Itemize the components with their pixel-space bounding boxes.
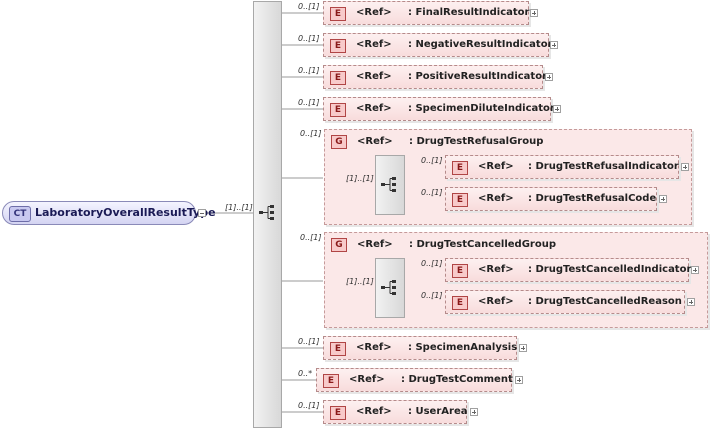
collapse-icon[interactable] xyxy=(198,209,206,217)
complex-type-name: LaboratoryOverallResultType xyxy=(35,206,216,219)
expand-icon[interactable] xyxy=(519,344,527,352)
ref-label: <Ref> xyxy=(356,7,392,18)
sequence-icon xyxy=(381,177,396,192)
group-header: G <Ref> : DrugTestRefusalGroup xyxy=(328,133,543,151)
cardinality-label: 0..[1] xyxy=(300,129,322,138)
group-header: G <Ref> : DrugTestCancelledGroup xyxy=(328,236,556,254)
ref-label: <Ref> xyxy=(478,161,514,172)
sequence-icon xyxy=(259,205,274,220)
cardinality-label: 0..[1] xyxy=(298,401,320,410)
element-badge: E xyxy=(452,264,468,278)
cardinality-label: 0..[1] xyxy=(421,259,443,268)
cardinality-label: 0..[1] xyxy=(298,98,320,107)
element-badge: E xyxy=(330,71,346,85)
expand-icon[interactable] xyxy=(687,298,695,306)
cardinality-label: 0..[1] xyxy=(421,291,443,300)
ref-label: <Ref> xyxy=(356,71,392,82)
expand-icon[interactable] xyxy=(553,105,561,113)
expand-icon[interactable] xyxy=(550,41,558,49)
cardinality-label: 0..[1] xyxy=(298,66,320,75)
element-badge: E xyxy=(330,39,346,53)
element-name: : NegativeResultIndicator xyxy=(408,39,553,50)
cardinality-label: 0..[1] xyxy=(298,2,320,11)
element-drug-test-refusal-indicator[interactable]: E <Ref> : DrugTestRefusalIndicator xyxy=(445,155,679,179)
ref-label: <Ref> xyxy=(478,296,514,307)
element-name: : SpecimenAnalysis xyxy=(408,342,518,353)
ref-label: <Ref> xyxy=(349,374,385,385)
element-badge: E xyxy=(330,103,346,117)
element-final-result-indicator[interactable]: E <Ref> : FinalResultIndicator xyxy=(323,1,529,25)
element-name: : DrugTestRefusalIndicator xyxy=(528,161,679,172)
cardinality-label: 0..[1] xyxy=(300,233,322,242)
element-specimen-analysis[interactable]: E <Ref> : SpecimenAnalysis xyxy=(323,336,517,360)
element-user-area[interactable]: E <Ref> : UserArea xyxy=(323,400,467,424)
group-badge: G xyxy=(331,238,347,252)
element-badge: E xyxy=(452,296,468,310)
ref-label: <Ref> xyxy=(478,193,514,204)
element-badge: E xyxy=(323,374,339,388)
element-positive-result-indicator[interactable]: E <Ref> : PositiveResultIndicator xyxy=(323,65,547,89)
sequence-icon xyxy=(381,280,396,295)
ref-label: <Ref> xyxy=(478,264,514,275)
element-drug-test-cancelled-reason[interactable]: E <Ref> : DrugTestCancelledReason xyxy=(445,290,685,314)
element-name: : FinalResultIndicator xyxy=(408,7,530,18)
group-badge: G xyxy=(331,135,347,149)
sequence-cardinality: [1]..[1] xyxy=(225,203,253,212)
group-name: : DrugTestRefusalGroup xyxy=(409,136,544,147)
element-name: : DrugTestComment xyxy=(401,374,513,385)
expand-icon[interactable] xyxy=(530,9,538,17)
element-badge: E xyxy=(452,161,468,175)
sequence-cardinality: [1]..[1] xyxy=(346,174,374,183)
complex-type-badge: CT xyxy=(9,206,31,222)
cardinality-label: 0..[1] xyxy=(421,156,443,165)
expand-icon[interactable] xyxy=(659,195,667,203)
expand-icon[interactable] xyxy=(545,73,553,81)
sequence-cardinality: [1]..[1] xyxy=(346,277,374,286)
element-name: : UserArea xyxy=(408,406,468,417)
element-name: : DrugTestRefusalCode xyxy=(528,193,657,204)
cardinality-label: 0..* xyxy=(298,369,313,378)
group-name: : DrugTestCancelledGroup xyxy=(409,239,556,250)
ref-label: <Ref> xyxy=(356,342,392,353)
ref-label: <Ref> xyxy=(356,406,392,417)
expand-icon[interactable] xyxy=(470,408,478,416)
element-name: : DrugTestCancelledReason xyxy=(528,296,682,307)
element-drug-test-cancelled-indicator[interactable]: E <Ref> : DrugTestCancelledIndicator xyxy=(445,258,692,282)
ref-label: <Ref> xyxy=(357,136,393,147)
element-name: : PositiveResultIndicator xyxy=(408,71,548,82)
complex-type-node[interactable]: CT LaboratoryOverallResultType xyxy=(2,201,216,225)
element-badge: E xyxy=(330,342,346,356)
cardinality-label: 0..[1] xyxy=(298,34,320,43)
expand-icon[interactable] xyxy=(681,163,689,171)
cardinality-label: 0..[1] xyxy=(298,337,320,346)
expand-icon[interactable] xyxy=(691,266,699,274)
element-badge: E xyxy=(330,406,346,420)
element-name: : SpecimenDiluteIndicator xyxy=(408,103,555,114)
element-name: : DrugTestCancelledIndicator xyxy=(528,264,692,275)
element-drug-test-comment[interactable]: E <Ref> : DrugTestComment xyxy=(316,368,513,392)
element-badge: E xyxy=(330,7,346,21)
element-negative-result-indicator[interactable]: E <Ref> : NegativeResultIndicator xyxy=(323,33,553,57)
ref-label: <Ref> xyxy=(357,239,393,250)
expand-icon[interactable] xyxy=(515,376,523,384)
element-badge: E xyxy=(452,193,468,207)
element-specimen-dilute-indicator[interactable]: E <Ref> : SpecimenDiluteIndicator xyxy=(323,97,555,121)
cardinality-label: 0..[1] xyxy=(421,188,443,197)
ref-label: <Ref> xyxy=(356,39,392,50)
element-drug-test-refusal-code[interactable]: E <Ref> : DrugTestRefusalCode xyxy=(445,187,657,211)
ref-label: <Ref> xyxy=(356,103,392,114)
